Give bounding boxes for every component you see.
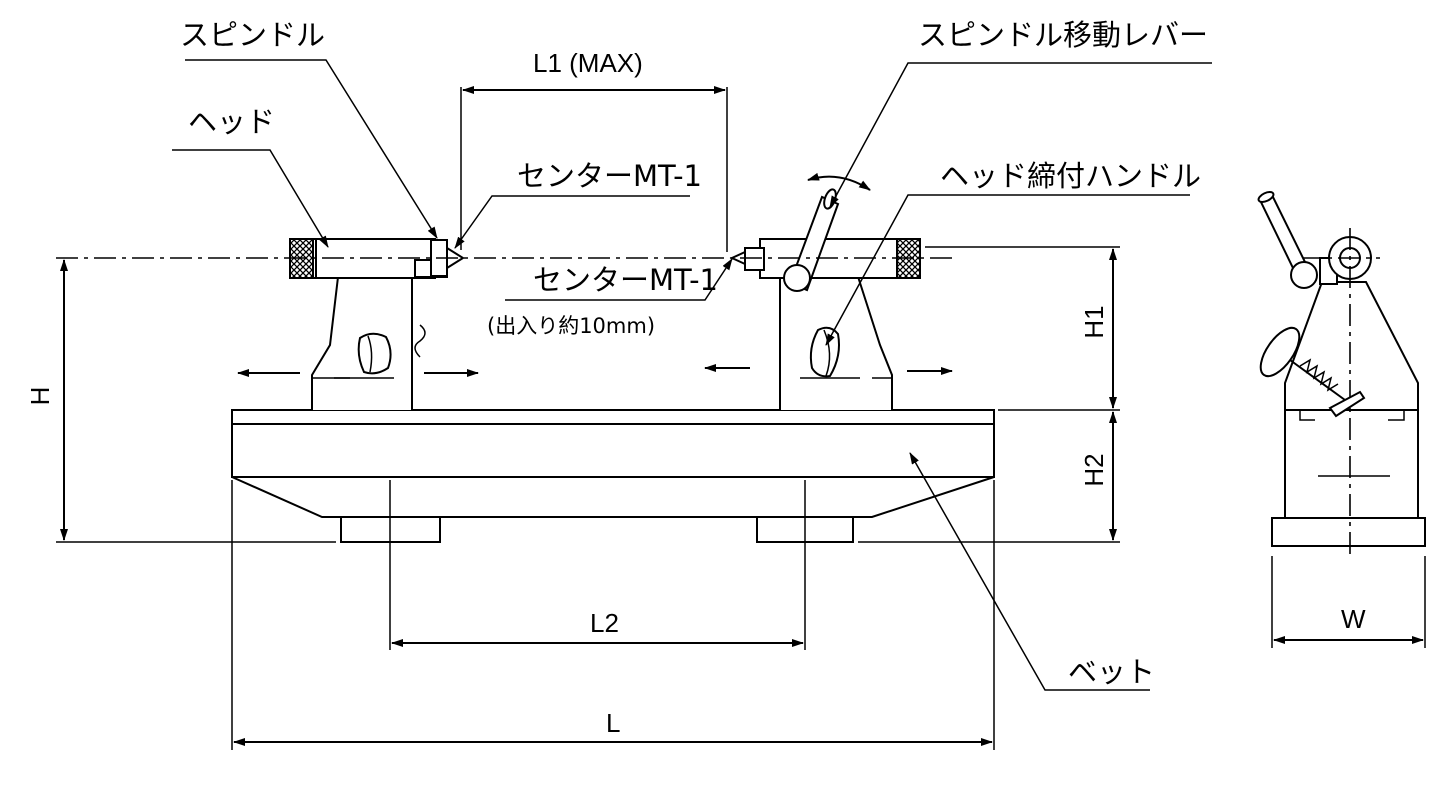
label-spindle-lever: スピンドル移動レバー <box>918 18 1208 52</box>
label-center-note: (出入り約10mm) <box>487 314 655 338</box>
lever-swing-arrow <box>807 172 871 191</box>
dim-h: H <box>25 387 55 406</box>
leader-lines <box>172 59 1212 691</box>
dim-l2: L2 <box>590 608 619 638</box>
label-center-left: センターMT-1 <box>517 159 702 193</box>
label-head: ヘッド <box>188 105 275 139</box>
side-lever <box>1257 191 1318 289</box>
dim-h1: H1 <box>1079 305 1109 338</box>
dimension-lines <box>56 86 1120 750</box>
side-clamp-handle <box>1259 326 1366 418</box>
right-head <box>729 188 921 410</box>
dim-w: W <box>1341 604 1366 634</box>
front-view: スピンドル ヘッド L1 (MAX) センターMT-1 センターMT-1 (出入… <box>25 18 1212 750</box>
label-center-right: センターMT-1 <box>533 263 718 297</box>
side-view: W <box>1257 191 1426 648</box>
label-head-handle: ヘッド締付ハンドル <box>940 159 1201 193</box>
dim-h2: H2 <box>1079 453 1109 486</box>
dim-l1: L1 (MAX) <box>533 48 643 78</box>
label-bed: ベット <box>1068 655 1155 689</box>
bed <box>231 409 995 543</box>
label-spindle: スピンドル <box>180 18 325 52</box>
dim-l: L <box>606 708 620 738</box>
left-head <box>289 238 465 410</box>
